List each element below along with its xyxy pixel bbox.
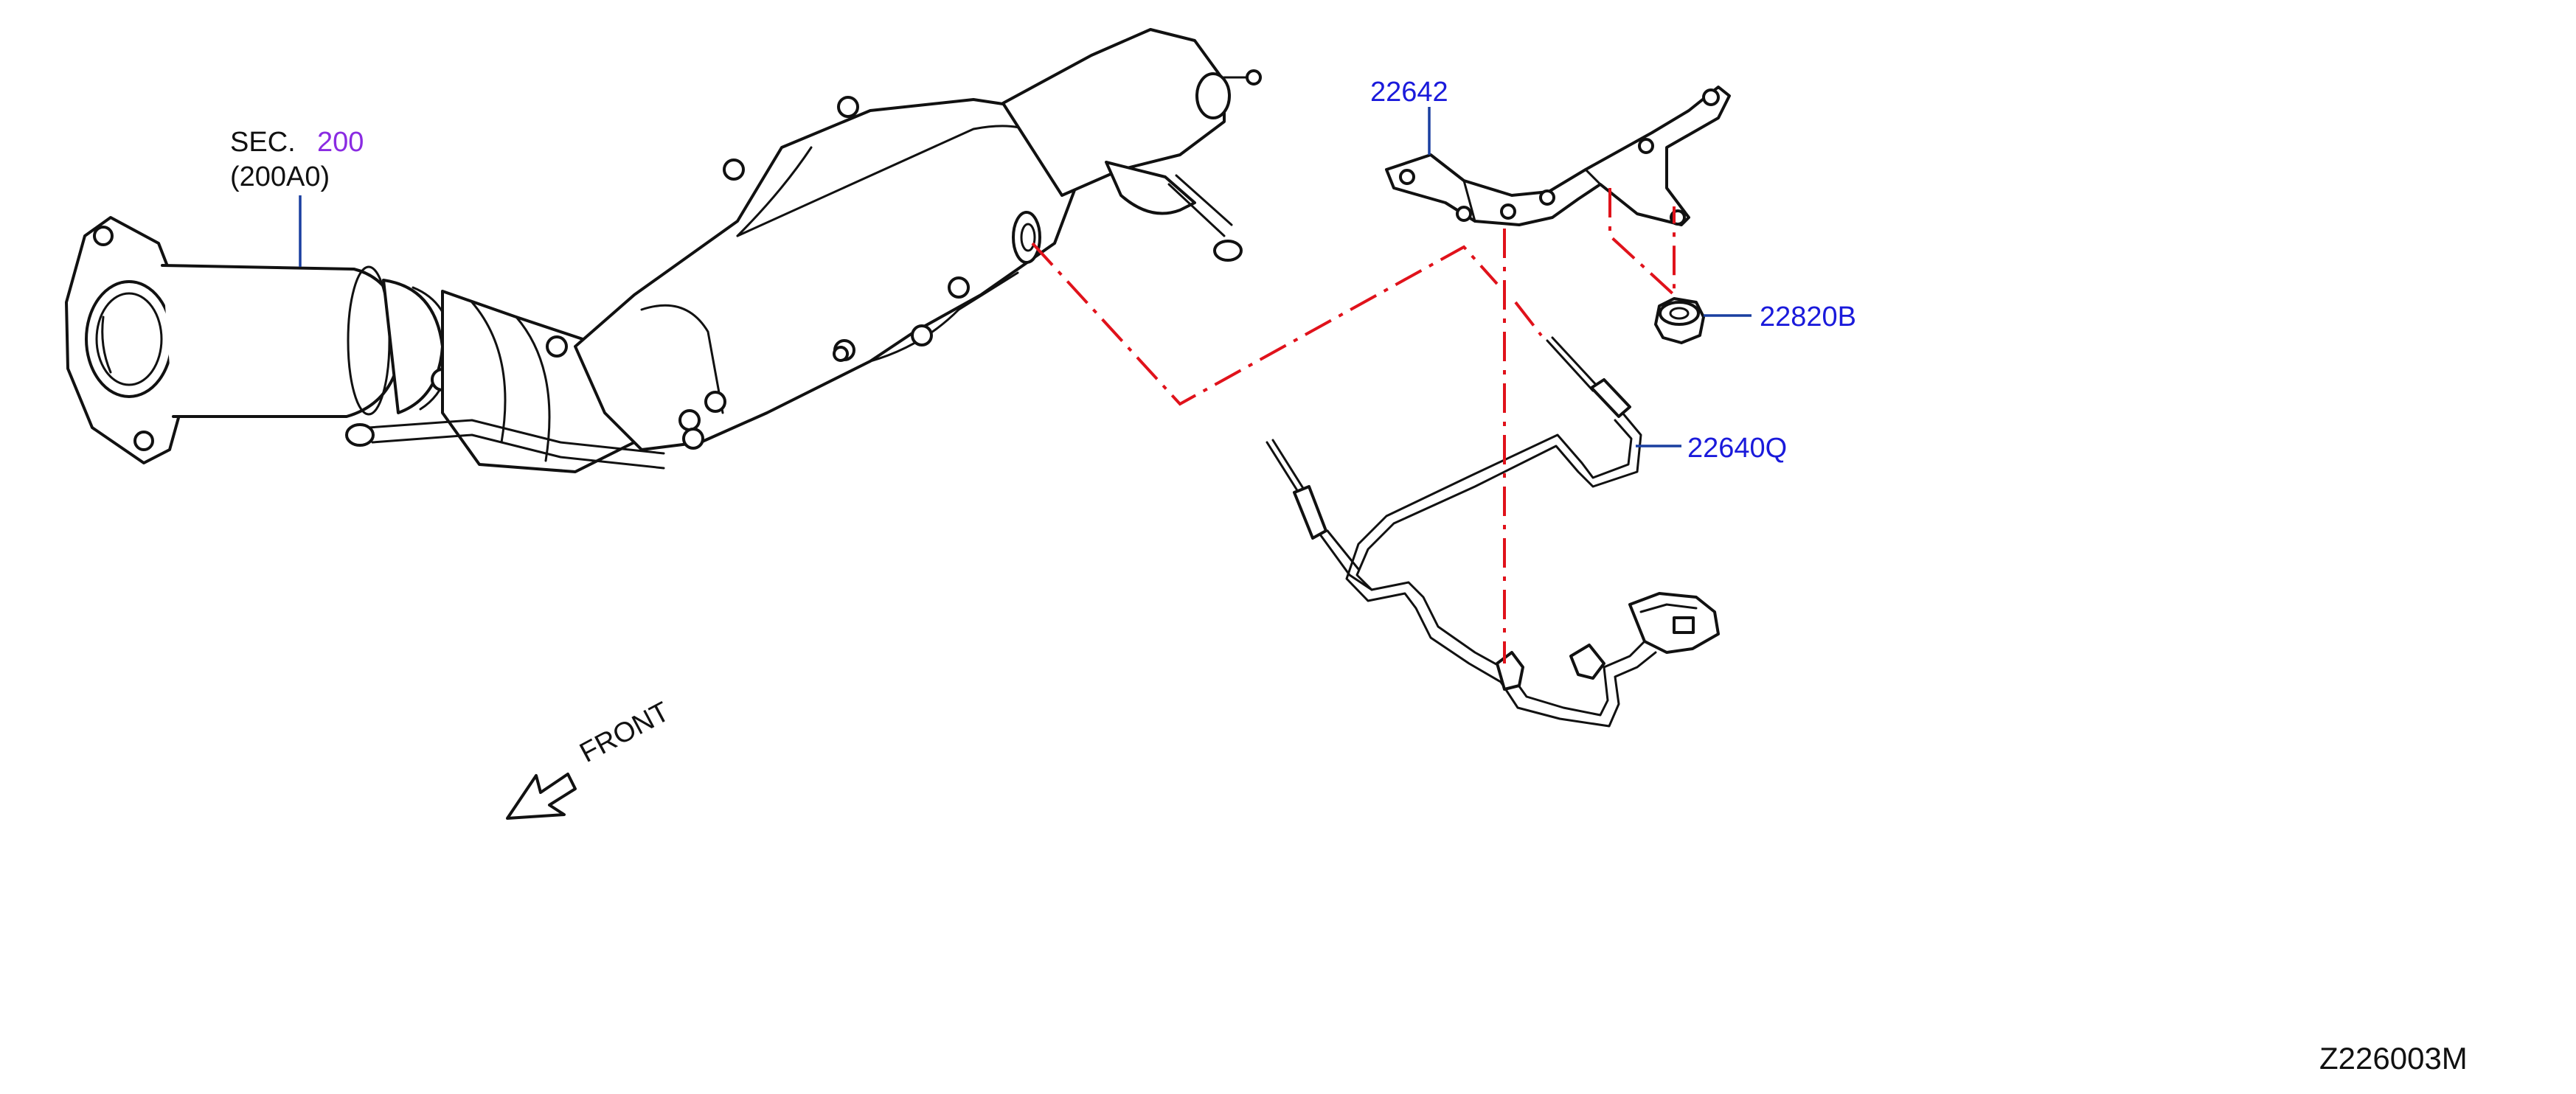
assembly-lines [1031,188,1676,663]
front-pipe [161,264,403,418]
converter-bolts [546,96,970,450]
brace-rod [367,419,665,455]
inlet-opening [85,280,173,398]
part-number-sensor: 22640Q [1687,433,1787,464]
assembly-line-sensor-to-boss [1031,242,1499,406]
figure-id-label: Z226003M [2319,1041,2468,1076]
sensor-boss [1012,211,1041,264]
part-number-bracket: 22642 [1370,77,1448,108]
heat-shield-tab [1105,161,1196,215]
sensor-probe-right [1546,339,1594,392]
labels: SEC. 200 (200A0) 22642 22820B 22640Q Z22… [230,77,2468,1076]
part-number-nut: 22820B [1760,302,1856,332]
harness-cable [1355,411,1668,717]
sensor-bracket [1385,86,1731,226]
hex-nut [1654,297,1705,344]
sensor-probe-left [1266,441,1301,495]
sec-code-label: (200A0) [230,161,330,192]
sec-prefix-label: SEC. [230,127,296,158]
flange-bolt-hole-top [93,226,114,246]
catalytic-converter-assembly [65,28,1262,473]
front-direction-indicator: FRONT [506,696,675,820]
bracket-body [1385,86,1731,226]
assembly-line-bracket-to-nut [1608,188,1676,299]
harness-clip [1569,644,1605,680]
assembly-line-probe [1514,301,1543,337]
converter-body [574,98,1078,451]
sec-number-label: 200 [317,127,364,158]
leader-lines [299,107,1752,447]
front-arrow-icon [506,773,577,820]
temperature-sensor-harness [1266,336,1720,728]
front-label: FRONT [575,696,675,769]
flange-bolt-hole-bottom [133,431,154,451]
